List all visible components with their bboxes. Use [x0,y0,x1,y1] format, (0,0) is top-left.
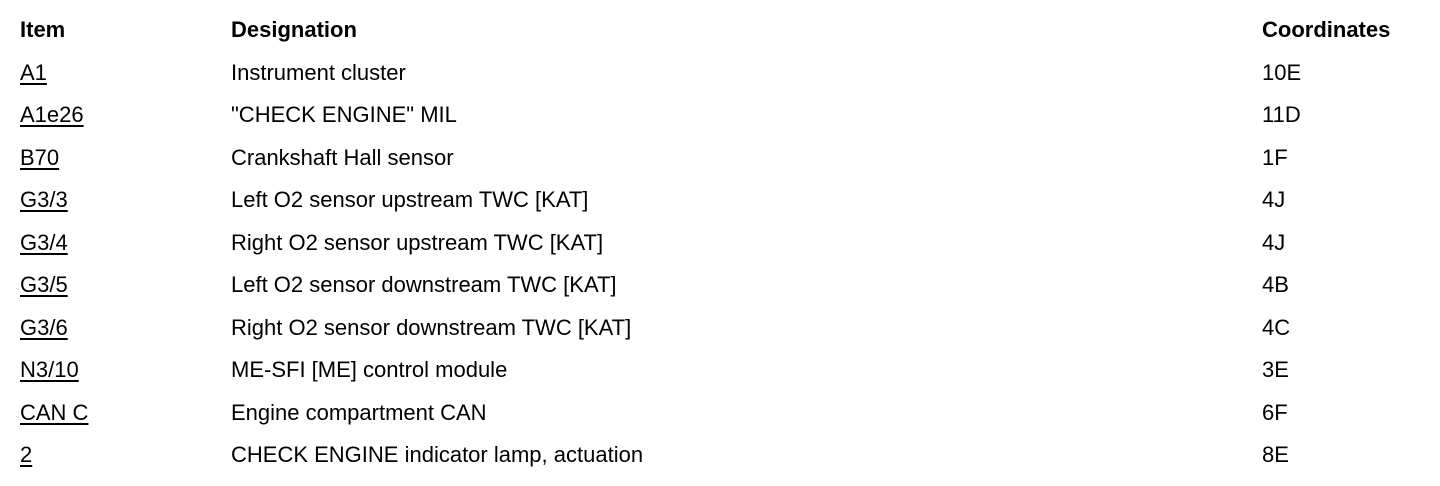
item-cell: CAN C [20,392,231,435]
designation-cell: "CHECK ENGINE" MIL [231,102,457,128]
designation-cell: Crankshaft Hall sensor [231,144,454,170]
coordinates-cell: 4J [1262,187,1286,213]
item-link[interactable]: CAN C [20,399,89,425]
item-cell: A1 [20,52,231,95]
item-link[interactable]: 2 [20,442,33,468]
coordinates-cell: 4C [1262,314,1291,340]
item-cell: 2 [20,434,231,477]
item-cell: N3/10 [20,349,231,392]
coordinates-cell: 8E [1262,442,1289,468]
table-row: B70 Crankshaft Hall sensor 1F [20,137,1420,180]
table-row: A1 Instrument cluster 10E [20,52,1420,95]
item-link[interactable]: A1 [20,59,47,85]
designation-cell: CHECK ENGINE indicator lamp, actuation [231,442,644,468]
item-cell: G3/5 [20,264,231,307]
designation-cell: Right O2 sensor upstream TWC [KAT] [231,229,604,255]
coordinates-cell: 10E [1262,59,1302,85]
table-row: 2 CHECK ENGINE indicator lamp, actuation… [20,434,1420,477]
designation-cell: Engine compartment CAN [231,399,487,425]
item-cell: G3/3 [20,179,231,222]
item-cell: G3/6 [20,307,231,350]
item-link[interactable]: N3/10 [20,357,79,383]
item-link[interactable]: G3/6 [20,314,68,340]
table-row: G3/3 Left O2 sensor upstream TWC [KAT] 4… [20,179,1420,222]
item-link[interactable]: B70 [20,144,60,170]
coordinates-cell: 1F [1262,144,1288,170]
header-designation: Designation [231,17,357,43]
designation-cell: Right O2 sensor downstream TWC [KAT] [231,314,632,340]
coordinates-cell: 4B [1262,272,1289,298]
item-link[interactable]: G3/5 [20,272,68,298]
coordinates-cell: 6F [1262,399,1288,425]
designation-cell: Left O2 sensor downstream TWC [KAT] [231,272,617,298]
coordinates-cell: 3E [1262,357,1289,383]
table-row: G3/6 Right O2 sensor downstream TWC [KAT… [20,307,1420,350]
item-link[interactable]: G3/3 [20,187,68,213]
table-header-row: Item Designation Coordinates [20,9,1420,52]
table-row: N3/10 ME-SFI [ME] control module 3E [20,349,1420,392]
designation-cell: ME-SFI [ME] control module [231,357,508,383]
header-coordinates: Coordinates [1262,17,1391,43]
table-row: CAN C Engine compartment CAN 6F [20,392,1420,435]
item-cell: B70 [20,137,231,180]
item-link[interactable]: G3/4 [20,229,68,255]
item-cell: G3/4 [20,222,231,265]
table-row: A1e26 "CHECK ENGINE" MIL 11D [20,94,1420,137]
designation-cell: Instrument cluster [231,59,406,85]
coordinates-cell: 4J [1262,229,1286,255]
designation-cell: Left O2 sensor upstream TWC [KAT] [231,187,589,213]
component-legend-table: Item Designation Coordinates A1 Instrume… [20,9,1420,477]
item-link[interactable]: A1e26 [20,102,84,128]
table-row: G3/5 Left O2 sensor downstream TWC [KAT]… [20,264,1420,307]
item-cell: A1e26 [20,94,231,137]
header-item: Item [20,17,66,43]
coordinates-cell: 11D [1262,102,1301,128]
table-row: G3/4 Right O2 sensor upstream TWC [KAT] … [20,222,1420,265]
